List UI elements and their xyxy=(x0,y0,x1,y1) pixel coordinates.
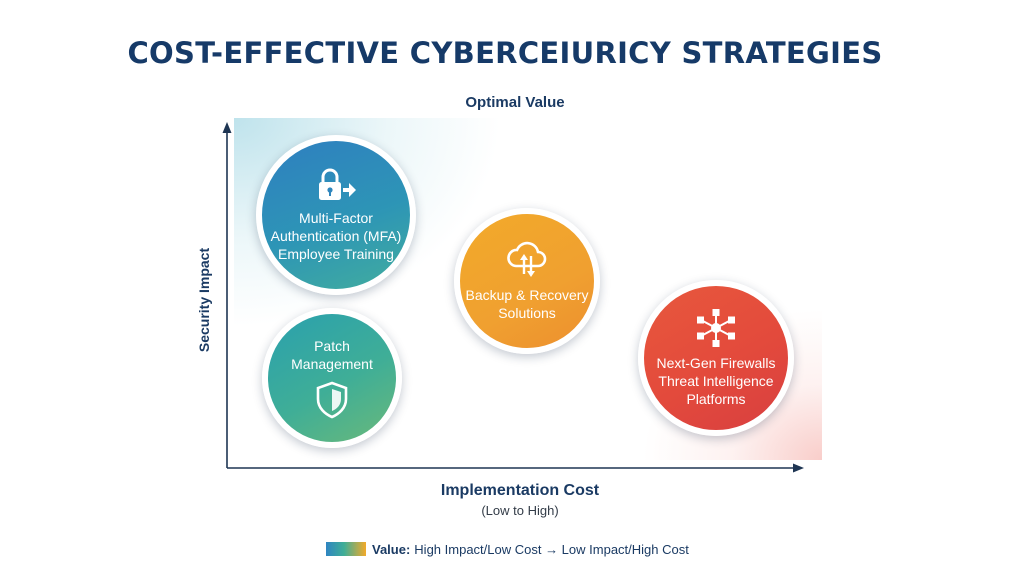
bubble-next-gen-firewalls: Next-Gen Firewalls Threat Intelligence P… xyxy=(638,280,794,436)
bubble-mfa-line-2: Authentication (MFA) xyxy=(270,228,402,244)
page-title: COST-EFFECTIVE CYBERCEIURICY STRATEGIES xyxy=(127,36,883,70)
bubble-mfa-line-3: Employee Training xyxy=(278,246,394,262)
bubble-firewall-line-1: Next-Gen Firewalls xyxy=(656,355,776,371)
network-nodes-icon xyxy=(697,309,735,347)
bubble-patch-line-2: Management xyxy=(291,356,373,372)
x-axis-sublabel: (Low to High) xyxy=(481,503,559,518)
legend-gradient-swatch xyxy=(326,542,366,556)
legend-text: High Impact/Low Cost → Low Impact/High C… xyxy=(414,541,689,557)
shield-check-icon xyxy=(316,381,348,419)
cloud-sync-icon xyxy=(507,241,547,277)
legend: Value: High Impact/Low Cost → Low Impact… xyxy=(326,540,689,558)
y-axis-arrow-icon xyxy=(222,122,232,133)
optimal-value-label: Optimal Value xyxy=(465,94,565,111)
legend-key: Value: xyxy=(372,541,411,557)
bubble-backup-line-2: Solutions xyxy=(498,305,556,321)
bubble-backup-line-1: Backup & Recovery xyxy=(465,287,589,303)
bubble-backup-recovery: Backup & Recovery Solutions xyxy=(454,208,600,354)
bubble-patch-management: Patch Management xyxy=(262,308,402,448)
bubble-firewall-line-3: Platforms xyxy=(686,391,746,407)
bubble-mfa: Multi-Factor Authentication (MFA) Employ… xyxy=(256,135,416,295)
lock-arrow-icon xyxy=(319,168,356,200)
bubble-mfa-line-1: Multi-Factor xyxy=(299,210,373,226)
x-axis-label: Implementation Cost xyxy=(440,482,600,499)
bubble-patch-line-1: Patch xyxy=(314,338,350,354)
x-axis-arrow-icon xyxy=(793,463,804,473)
bubble-firewall-line-2: Threat Intelligence xyxy=(658,373,774,389)
